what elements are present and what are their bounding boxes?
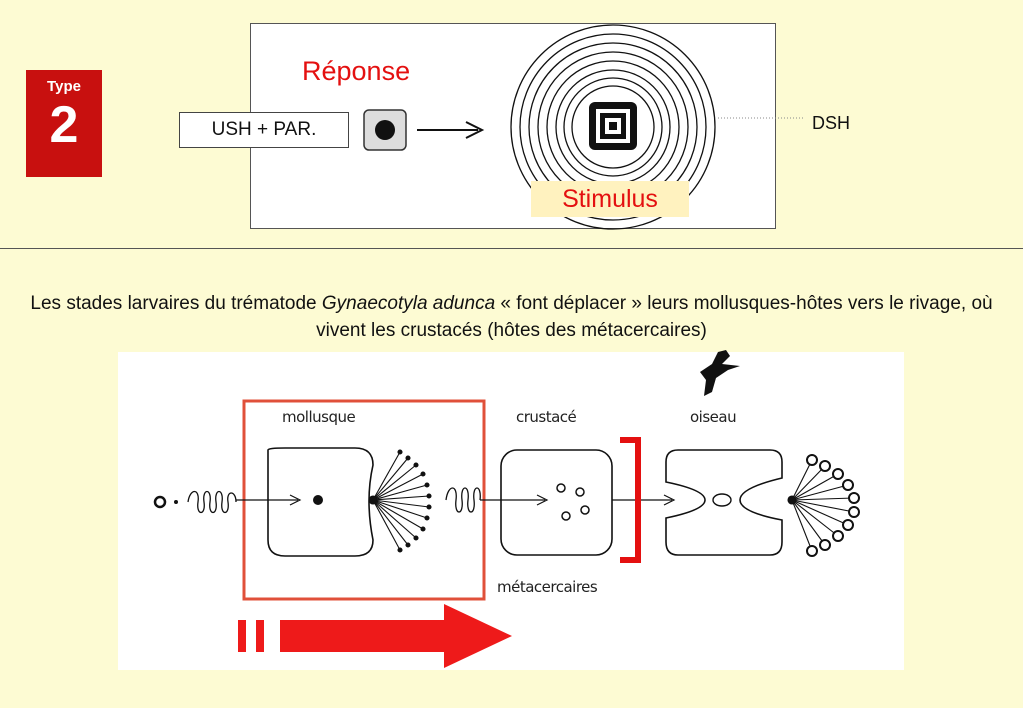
metacercariae-cysts-icon <box>556 483 590 521</box>
type-number: 2 <box>49 96 79 154</box>
type-label: Type <box>47 78 81 95</box>
oiseau-body-icon <box>665 449 783 556</box>
egg-icon <box>153 495 167 509</box>
stimulus-label: Stimulus <box>531 181 689 217</box>
cercariae-fan-icon <box>368 449 432 553</box>
bird-silhouette-icon <box>700 350 740 396</box>
mollusque-label: mollusque <box>282 408 356 426</box>
egg-fan-icon <box>787 454 860 557</box>
miracidium-coil-icon <box>187 490 237 514</box>
red-bracket <box>620 437 641 563</box>
caption-species: Gynaecotyla adunca <box>321 293 496 314</box>
cercaria-coil-icon <box>445 487 481 513</box>
direction-arrow-icon <box>238 604 512 668</box>
adult-worm-icon <box>712 493 732 507</box>
dsh-label: DSH <box>812 113 851 133</box>
metacercaires-label: métacercaires <box>497 578 598 596</box>
caption-part-1: Les stades larvaires du trématode <box>30 293 322 314</box>
caption-text: Les stades larvaires du trématode Gynaec… <box>20 290 1003 344</box>
right-arrow-icon <box>417 121 485 139</box>
egg-dot-icon <box>174 500 178 504</box>
crustace-body-icon <box>500 449 613 556</box>
ush-par-box: USH + PAR. <box>179 112 349 148</box>
crustace-label: crustacé <box>516 408 577 426</box>
life-cycle-panel <box>118 352 904 670</box>
sporocyst-dot-icon <box>313 495 323 505</box>
mollusque-body-icon <box>267 447 374 557</box>
caption-part-2: « font déplacer » leurs mollusques-hôtes… <box>316 293 993 341</box>
oiseau-label: oiseau <box>690 408 737 426</box>
type-badge: Type 2 <box>26 70 102 177</box>
parasite-dot-icon <box>363 109 407 151</box>
section-divider <box>0 248 1023 249</box>
stimulus-rings <box>510 24 716 230</box>
reponse-label: Réponse <box>302 56 411 86</box>
target-square-icon <box>589 102 637 150</box>
